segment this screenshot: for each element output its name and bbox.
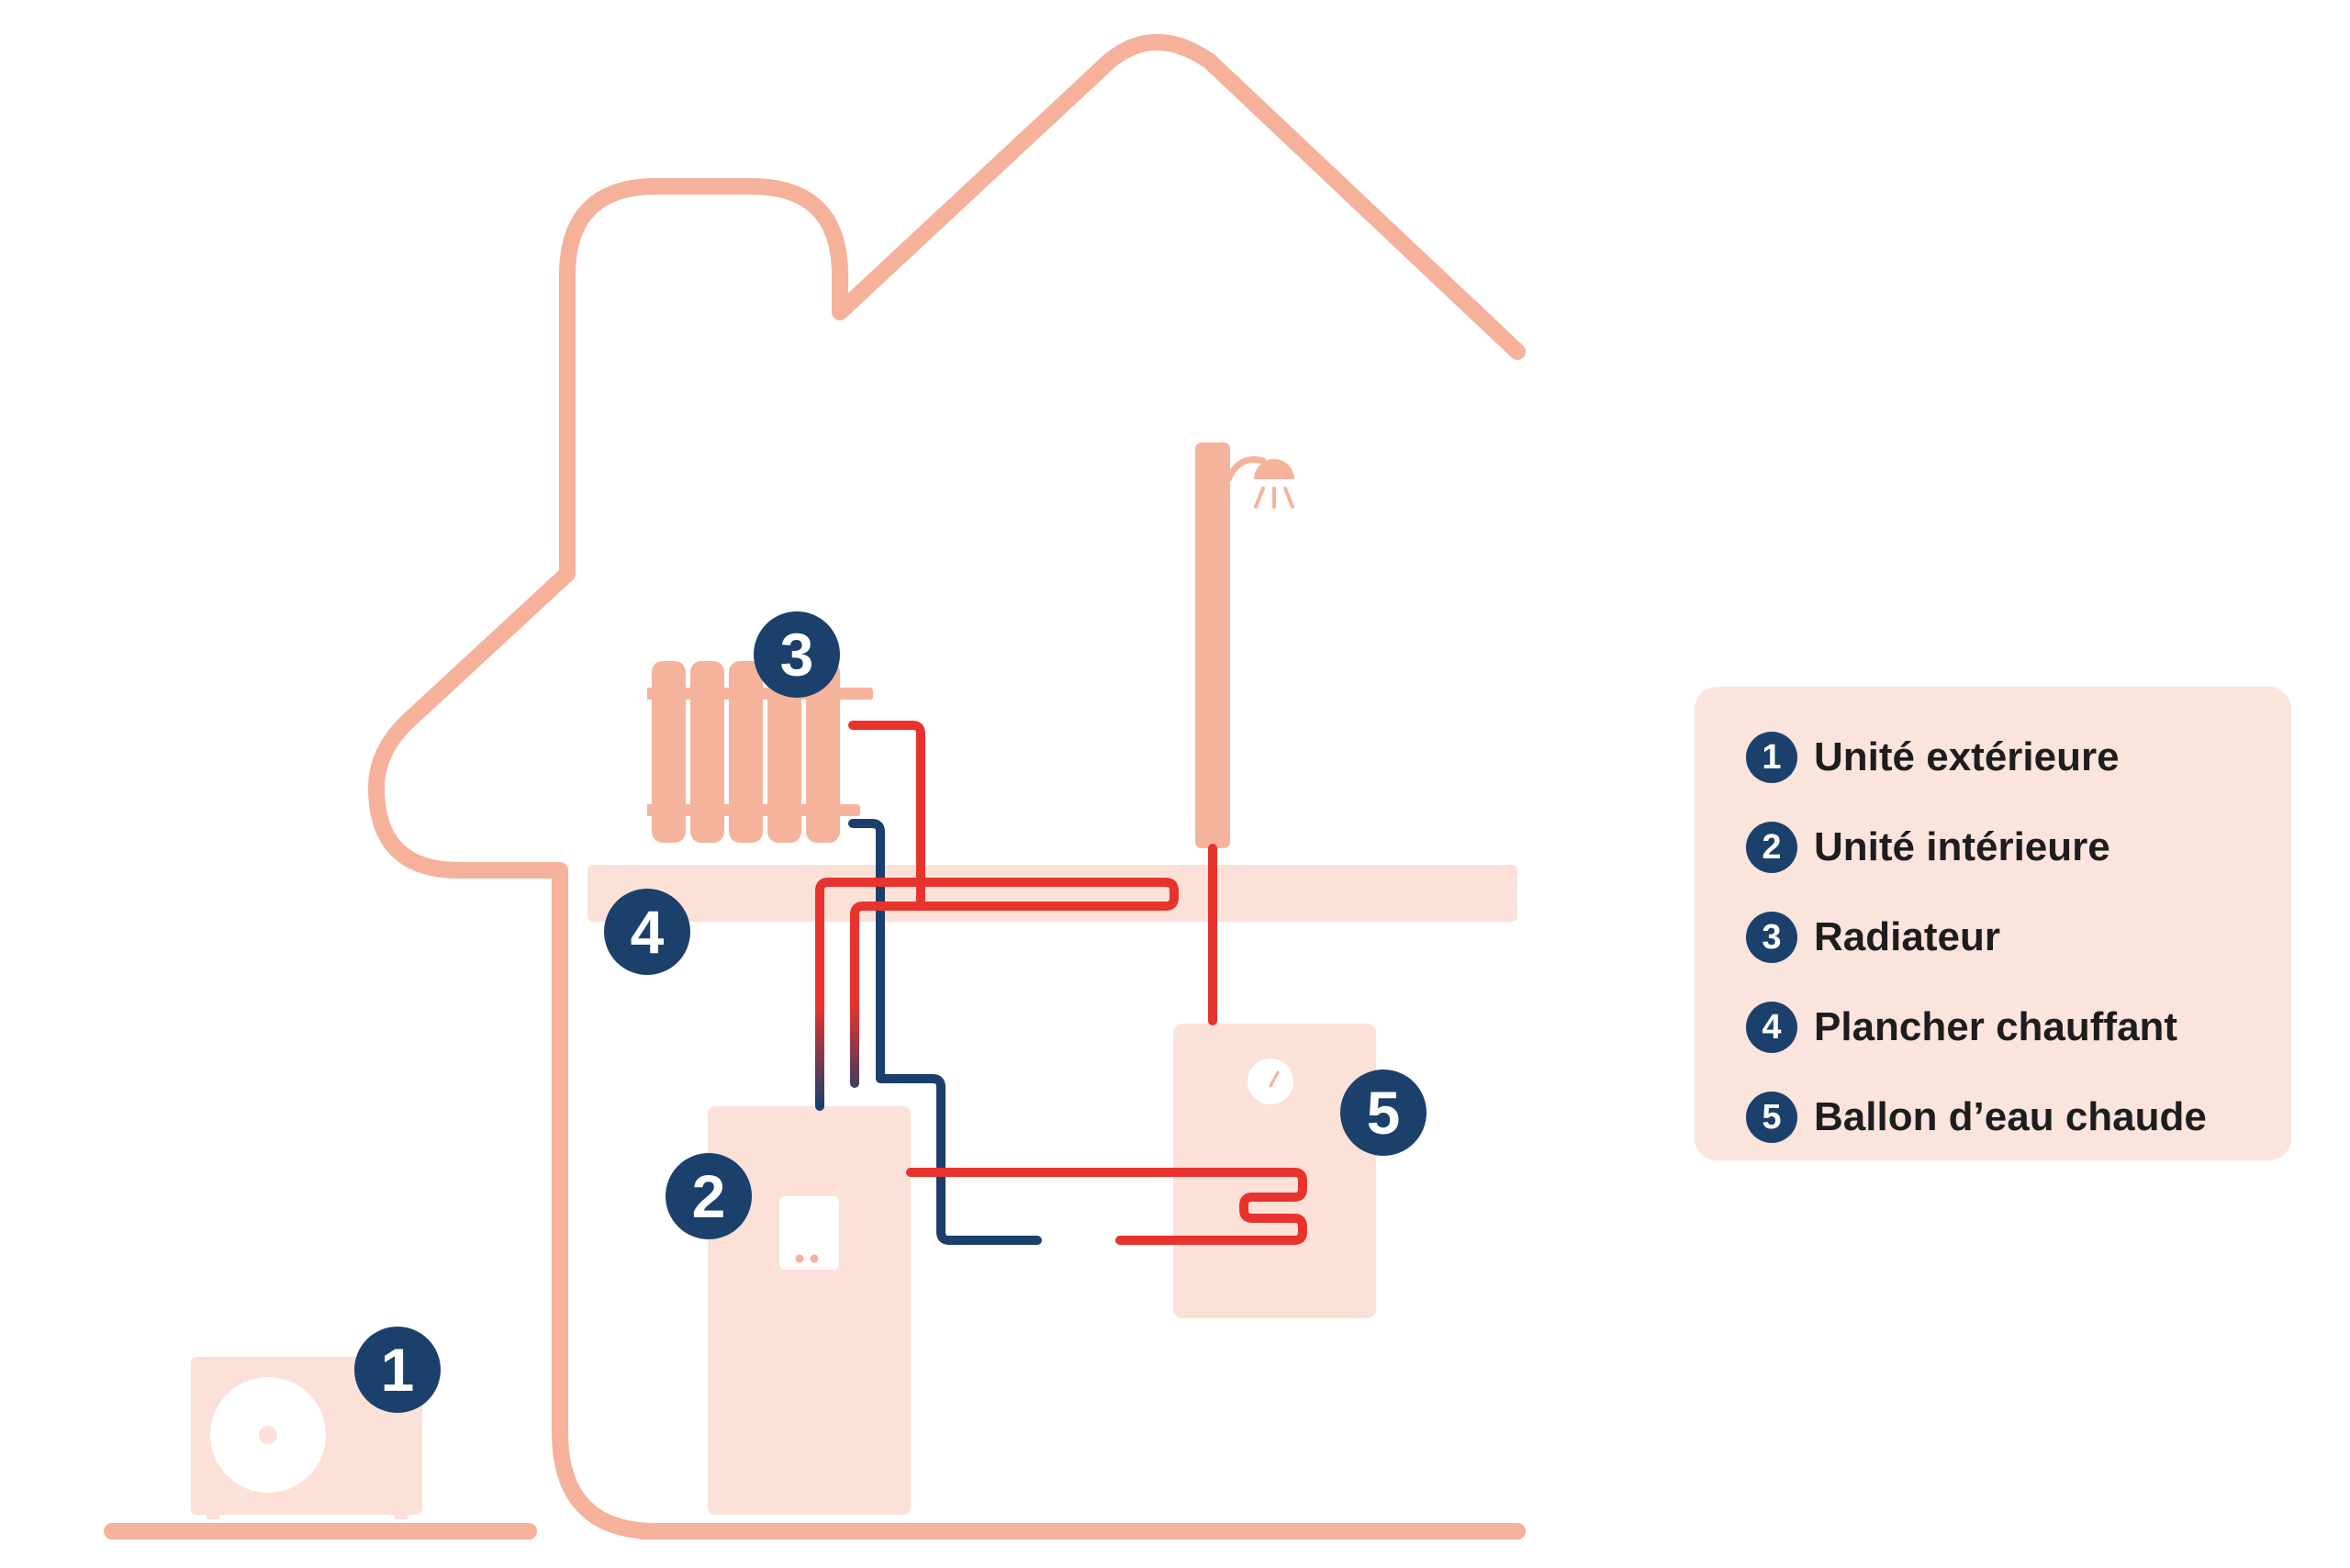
legend-label: Unité intérieure xyxy=(1814,824,2110,869)
floor-heating-slab xyxy=(588,865,1517,922)
badge-outdoor-unit: 1 xyxy=(354,1327,441,1413)
legend-label: Radiateur xyxy=(1814,914,2000,959)
legend-item-water-heater: 5 Ballon d’eau chaude xyxy=(1746,1072,2291,1162)
legend-item-outdoor-unit: 1 Unité extérieure xyxy=(1746,712,2291,802)
radiator-return-pipe xyxy=(848,819,1042,1245)
floor-heating-loop-pipe xyxy=(815,878,1179,1111)
radiator-icon xyxy=(647,661,873,843)
legend-badge: 4 xyxy=(1746,1002,1797,1053)
heat-pump-unit-icon xyxy=(708,1106,911,1515)
badge-indoor-unit: 2 xyxy=(666,1153,752,1239)
svg-text:1: 1 xyxy=(381,1336,415,1404)
badge-radiator: 3 xyxy=(754,611,840,698)
badge-water-heater: 5 xyxy=(1340,1070,1427,1156)
legend-badge: 2 xyxy=(1746,822,1797,873)
legend-item-indoor-unit: 2 Unité intérieure xyxy=(1746,802,2291,892)
legend-item-radiator: 3 Radiateur xyxy=(1746,892,2291,982)
legend-panel: 1 Unité extérieure 2 Unité intérieure 3 … xyxy=(1695,687,2291,1160)
svg-text:3: 3 xyxy=(780,621,814,689)
shower-icon xyxy=(1195,442,1294,848)
radiator-supply-pipe xyxy=(848,721,925,909)
legend-label: Ballon d’eau chaude xyxy=(1814,1094,2207,1139)
tank-supply-pipe xyxy=(906,1168,1307,1245)
legend-item-floor-heating: 4 Plancher chauffant xyxy=(1746,982,2291,1072)
legend-badge: 5 xyxy=(1746,1092,1797,1143)
legend-label: Plancher chauffant xyxy=(1814,1004,2178,1049)
legend-badge: 1 xyxy=(1746,732,1797,783)
badge-floor-heating: 4 xyxy=(604,889,690,975)
svg-text:2: 2 xyxy=(692,1162,726,1230)
svg-text:4: 4 xyxy=(631,898,665,966)
house-outline xyxy=(368,34,1526,1540)
svg-text:5: 5 xyxy=(1367,1079,1401,1147)
legend-label: Unité extérieure xyxy=(1814,734,2120,779)
legend-badge: 3 xyxy=(1746,912,1797,963)
